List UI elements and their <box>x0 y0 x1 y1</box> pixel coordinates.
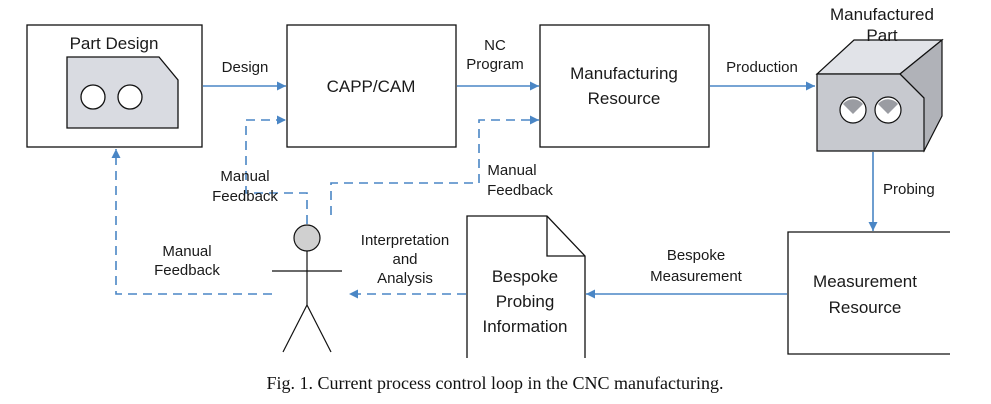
design-edge-label: Design <box>222 59 269 76</box>
nc-program-label-line1: NC <box>484 37 506 54</box>
manual-feedback-capp-label-line1: Manual <box>220 168 269 185</box>
manufactured-part-label-line1: Manufactured <box>830 5 934 24</box>
nc-program-label-line2: Program <box>466 56 524 73</box>
part-design-icon <box>66 56 179 129</box>
manual-feedback-manufacturing-arrow <box>330 115 539 215</box>
bespoke-probing-label-line3: Information <box>482 317 567 336</box>
interpretation-label-line2: and <box>392 251 417 268</box>
capp-cam-box: CAPP/CAM <box>286 24 457 148</box>
figure-caption: Fig. 1. Current process control loop in … <box>267 373 724 393</box>
manual-feedback-design-label-line1: Manual <box>162 243 211 260</box>
measurement-resource-label-line2: Resource <box>829 298 902 317</box>
bespoke-measurement-label-line2: Measurement <box>650 268 743 285</box>
manual-feedback-manufacturing-label-line2: Feedback <box>487 182 553 199</box>
production-edge-label: Production <box>726 59 798 76</box>
manual-feedback-manufacturing-label-line1: Manual <box>487 162 536 179</box>
manufacturing-resource-box: Manufacturing Resource <box>539 24 710 148</box>
manual-feedback-capp-arrow <box>245 115 308 224</box>
bespoke-measurement-label-line1: Bespoke <box>667 247 725 264</box>
interpretation-label-line3: Analysis <box>377 270 433 287</box>
manufacturing-resource-label-line1: Manufacturing <box>570 64 678 83</box>
probing-edge-label: Probing <box>883 181 935 198</box>
manufactured-part-icon <box>815 38 944 153</box>
manufacturing-resource-label-line2: Resource <box>588 89 661 108</box>
measurement-resource-box: Measurement Resource <box>787 231 950 355</box>
bespoke-probing-label-line1: Bespoke <box>492 267 558 286</box>
part-design-box: Part Design <box>26 24 203 148</box>
manual-feedback-design-label-line2: Feedback <box>154 262 220 279</box>
person-icon <box>272 224 342 353</box>
part-design-label: Part Design <box>70 34 159 53</box>
measurement-resource-label-line1: Measurement <box>813 272 917 291</box>
manual-feedback-capp-label-line2: Feedback <box>212 188 278 205</box>
interpretation-label-line1: Interpretation <box>361 232 449 249</box>
manual-feedback-design-arrow <box>111 149 272 295</box>
manufactured-part-label-line2: Part <box>866 26 897 45</box>
capp-cam-label: CAPP/CAM <box>327 77 416 96</box>
bespoke-probing-information-document: Bespoke Probing Information <box>466 215 586 358</box>
bespoke-probing-label-line2: Probing <box>496 292 555 311</box>
